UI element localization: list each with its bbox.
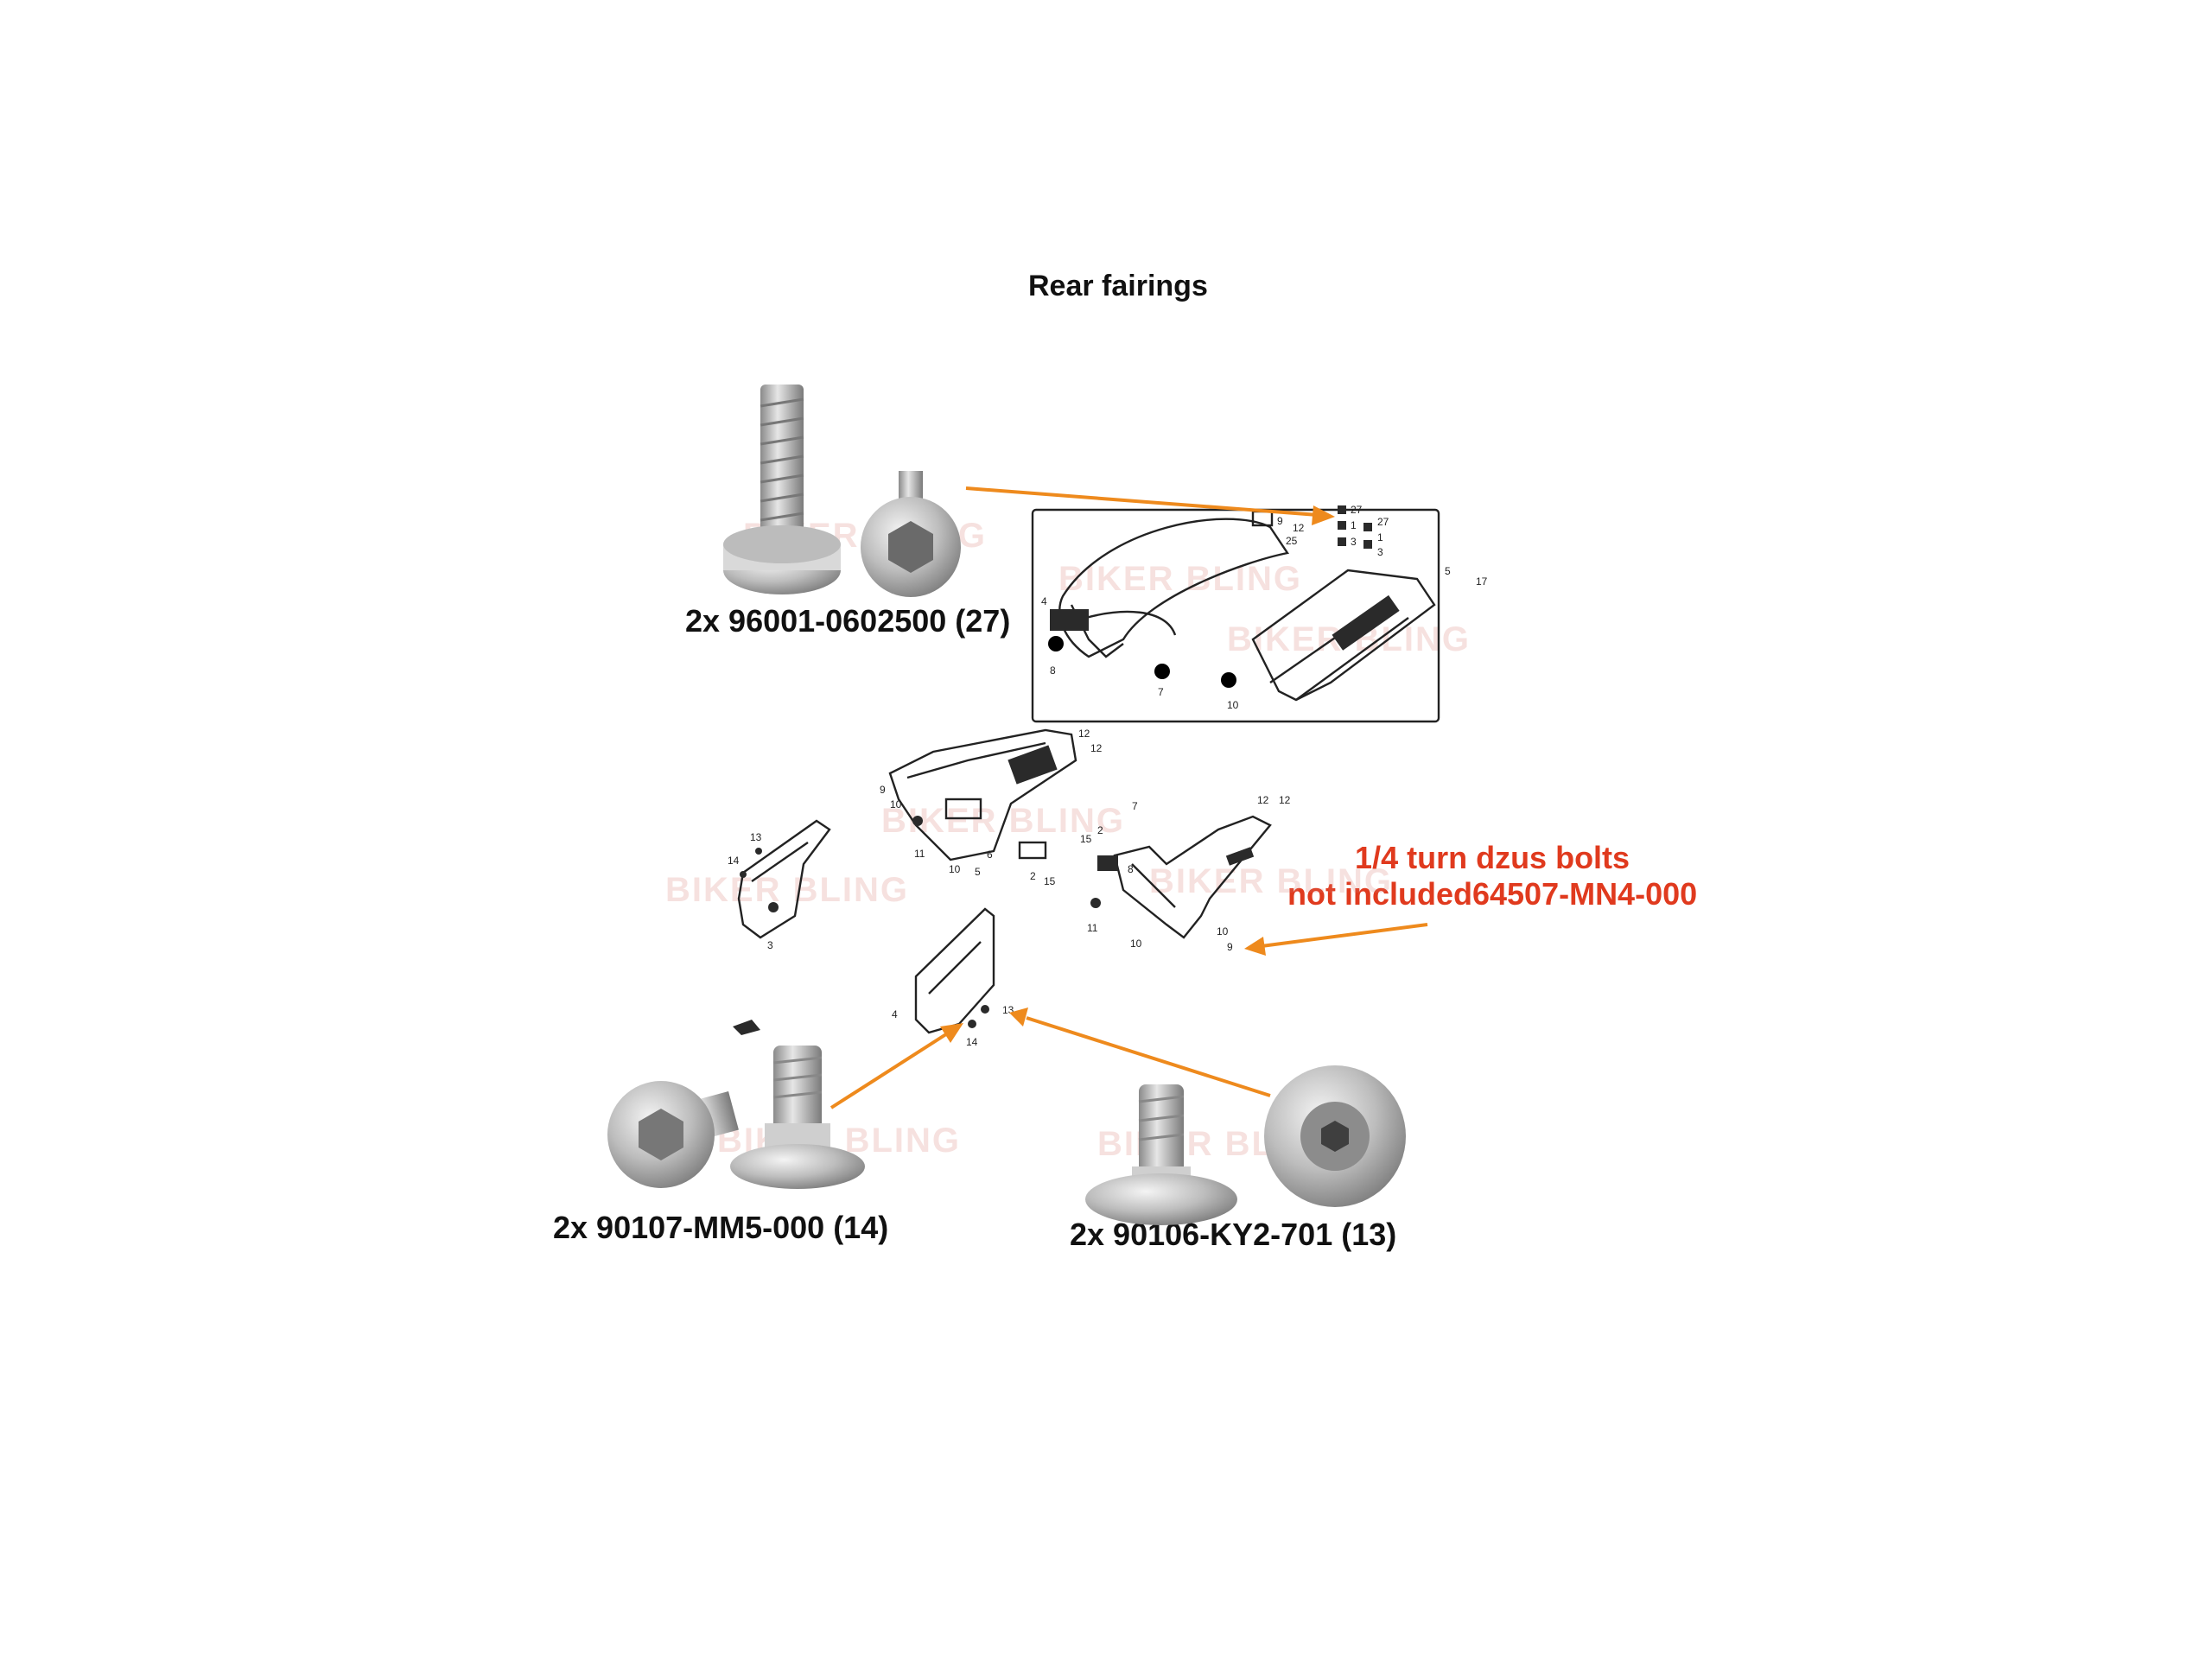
svg-text:25: 25	[1286, 535, 1298, 547]
svg-text:12: 12	[1257, 794, 1269, 806]
arrow-to-dzus	[1244, 923, 1428, 956]
svg-text:15: 15	[1080, 833, 1092, 845]
part-label-14: 2x 90107-MM5-000 (14)	[553, 1210, 889, 1245]
note-line-1: 1/4 turn dzus bolts	[1355, 840, 1630, 875]
svg-text:5: 5	[975, 866, 981, 878]
svg-text:11: 11	[1087, 922, 1098, 934]
svg-text:14: 14	[966, 1036, 978, 1048]
svg-text:10: 10	[949, 863, 961, 875]
watermark: BIKER BLING	[665, 871, 909, 909]
svg-text:12: 12	[1293, 522, 1305, 534]
arrow-to-27	[965, 486, 1335, 525]
svg-text:7: 7	[1132, 800, 1138, 812]
svg-text:11: 11	[914, 848, 925, 860]
svg-text:14: 14	[728, 855, 740, 867]
svg-text:9: 9	[1227, 941, 1233, 953]
svg-text:13: 13	[750, 831, 762, 843]
svg-text:10: 10	[1130, 938, 1142, 950]
svg-text:8: 8	[1128, 863, 1134, 875]
bolt-photo-96001-side	[723, 385, 841, 594]
left-side-panel: 13 14 3	[728, 819, 831, 951]
svg-text:15: 15	[1044, 875, 1056, 887]
svg-text:10: 10	[1227, 699, 1239, 711]
dzus-bolts-note: 1/4 turn dzus bolts not included64507-MN…	[1287, 840, 1697, 912]
svg-text:2: 2	[1030, 870, 1036, 882]
arrow-to-13	[1009, 1007, 1271, 1097]
svg-text:27: 27	[1351, 504, 1363, 516]
diagram-title: Rear fairings	[1028, 270, 1208, 302]
svg-text:27: 27	[1377, 516, 1389, 528]
bolt-photo-90107-head	[607, 1081, 739, 1188]
svg-text:9: 9	[1277, 515, 1283, 527]
svg-text:6: 6	[987, 849, 993, 861]
svg-text:10: 10	[1217, 925, 1229, 938]
svg-text:8: 8	[1050, 664, 1056, 677]
right-side-panel: 12 12 7 8 2 15 11 10 10 9	[1080, 794, 1291, 953]
svg-text:3: 3	[1351, 536, 1357, 548]
bolt-photo-90106-head	[1264, 1065, 1406, 1207]
svg-text:4: 4	[1041, 595, 1047, 607]
bolt-photo-90106-side	[1085, 1084, 1237, 1225]
note-line-2: not included64507-MN4-000	[1287, 876, 1698, 912]
svg-text:10: 10	[890, 798, 902, 810]
svg-text:1: 1	[1351, 519, 1357, 531]
bolt-photo-90107-side	[730, 1046, 865, 1189]
part-label-13: 2x 90106-KY2-701 (13)	[1070, 1217, 1397, 1252]
svg-text:2: 2	[1097, 824, 1103, 836]
arrow-to-14	[830, 1023, 963, 1109]
svg-text:9: 9	[880, 784, 886, 796]
svg-text:7: 7	[1158, 686, 1164, 698]
svg-text:17: 17	[1476, 575, 1488, 588]
svg-text:4: 4	[892, 1008, 898, 1020]
svg-text:12: 12	[1279, 794, 1291, 806]
watermark: BIKER BLING	[1149, 862, 1393, 900]
svg-text:5: 5	[1445, 565, 1451, 577]
lower-panel: 4 13 14	[733, 907, 1014, 1048]
svg-text:3: 3	[1377, 546, 1383, 558]
watermark: BIKER BLING	[1058, 560, 1302, 598]
bolt-photo-96001-head	[861, 471, 961, 597]
svg-text:1: 1	[1377, 531, 1383, 543]
svg-text:12: 12	[1078, 728, 1090, 740]
svg-text:3: 3	[767, 939, 773, 951]
part-label-27: 2x 96001-0602500 (27)	[685, 603, 1011, 639]
svg-text:12: 12	[1090, 742, 1103, 754]
